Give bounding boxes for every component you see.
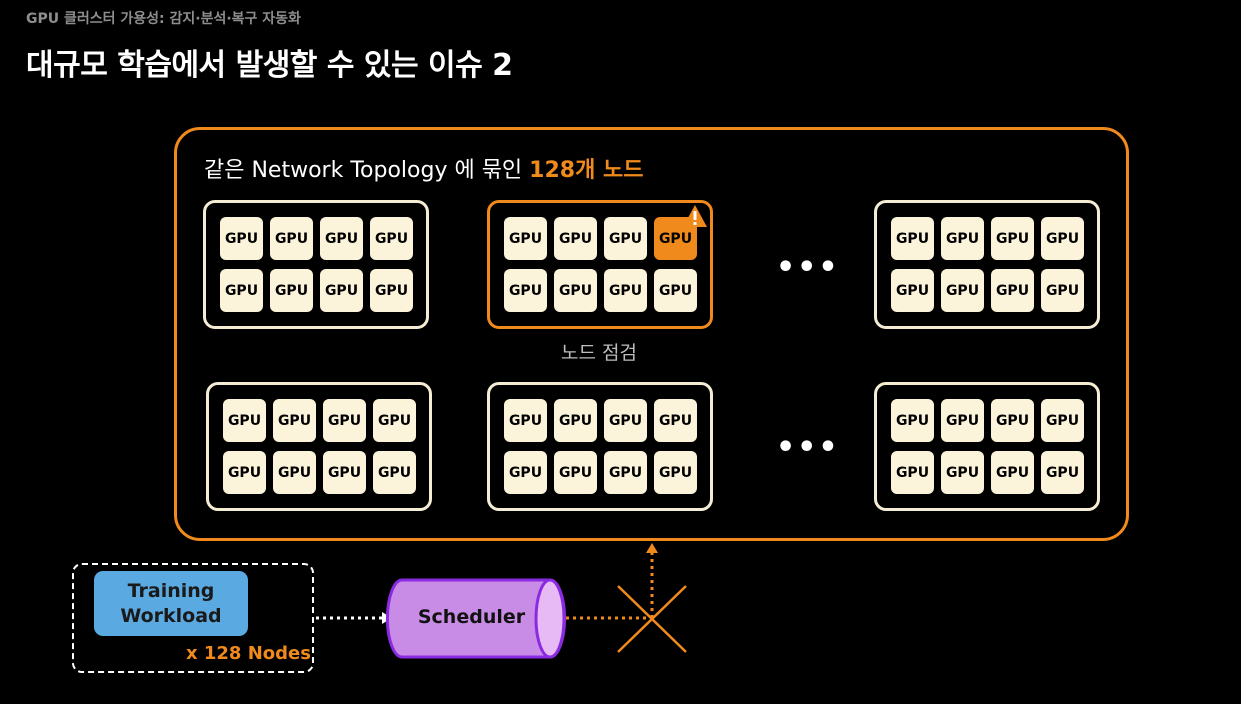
gpu-chip: GPU [604, 217, 647, 260]
blocked-x-icon-2 [617, 585, 687, 653]
gpu-chip: GPU [504, 451, 547, 494]
gpu-chip: GPU [220, 217, 263, 260]
gpu-chip: GPU [941, 451, 984, 494]
topology-group-box [174, 127, 1129, 541]
gpu-chip: GPU [1041, 451, 1084, 494]
gpu-chip: GPU [1041, 217, 1084, 260]
gpu-chip: GPU [941, 217, 984, 260]
gpu-chip-faulty: GPU [654, 217, 697, 260]
scheduler-label: Scheduler [417, 606, 526, 628]
arrow-head-icon [382, 612, 392, 624]
node-count-label: x 128 Nodes [186, 643, 311, 664]
gpu-chip: GPU [373, 451, 416, 494]
gpu-chip: GPU [554, 217, 597, 260]
topology-label-highlight: 128개 노드 [529, 158, 644, 183]
gpu-chip: GPU [320, 269, 363, 312]
gpu-chip: GPU [223, 399, 266, 442]
gpu-chip: GPU [270, 269, 313, 312]
gpu-chip: GPU [554, 269, 597, 312]
gpu-chip: GPU [991, 399, 1034, 442]
gpu-chip: GPU [370, 217, 413, 260]
gpu-chip: GPU [891, 217, 934, 260]
gpu-chip: GPU [604, 269, 647, 312]
gpu-chip: GPU [991, 217, 1034, 260]
gpu-chip: GPU [891, 399, 934, 442]
gpu-chip: GPU [504, 399, 547, 442]
gpu-chip: GPU [991, 451, 1034, 494]
gpu-chip: GPU [1041, 399, 1084, 442]
gpu-chip: GPU [604, 451, 647, 494]
gpu-chip: GPU [504, 269, 547, 312]
workload-dashed-area [72, 563, 314, 673]
gpu-chip: GPU [373, 399, 416, 442]
gpu-chip: GPU [654, 451, 697, 494]
gpu-chip: GPU [273, 399, 316, 442]
training-workload-box: Training Workload [94, 571, 248, 636]
workload-line1: Training [127, 579, 215, 602]
ellipsis-icon: ••• [776, 250, 840, 285]
gpu-chip: GPU [273, 451, 316, 494]
node-check-caption: 노드 점검 [561, 342, 637, 364]
gpu-chip: GPU [220, 269, 263, 312]
gpu-chip: GPU [941, 269, 984, 312]
gpu-chip: GPU [554, 451, 597, 494]
gpu-chip: GPU [604, 399, 647, 442]
gpu-chip: GPU [891, 451, 934, 494]
gpu-chip: GPU [270, 217, 313, 260]
ellipsis-icon: ••• [776, 430, 840, 465]
gpu-chip: GPU [891, 269, 934, 312]
gpu-chip: GPU [323, 399, 366, 442]
arrow-up-icon [646, 543, 658, 553]
gpu-chip: GPU [654, 399, 697, 442]
gpu-chip: GPU [991, 269, 1034, 312]
gpu-chip: GPU [323, 451, 366, 494]
gpu-chip: GPU [320, 217, 363, 260]
breadcrumb: GPU 클러스터 가용성: 감지·분석·복구 자동화 [26, 11, 301, 27]
gpu-chip: GPU [370, 269, 413, 312]
gpu-chip: GPU [554, 399, 597, 442]
gpu-chip: GPU [941, 399, 984, 442]
warning-icon [683, 205, 707, 227]
gpu-chip: GPU [654, 269, 697, 312]
blocked-x-icon [617, 585, 687, 653]
topology-label: 같은 Network Topology 에 묶인 128개 노드 [204, 152, 643, 184]
workload-line2: Workload [120, 604, 222, 627]
gpu-chip: GPU [223, 451, 266, 494]
topology-label-prefix: 같은 Network Topology 에 묶인 [204, 158, 530, 183]
page-title: 대규모 학습에서 발생할 수 있는 이슈 2 [26, 48, 513, 83]
gpu-chip: GPU [504, 217, 547, 260]
gpu-chip: GPU [1041, 269, 1084, 312]
